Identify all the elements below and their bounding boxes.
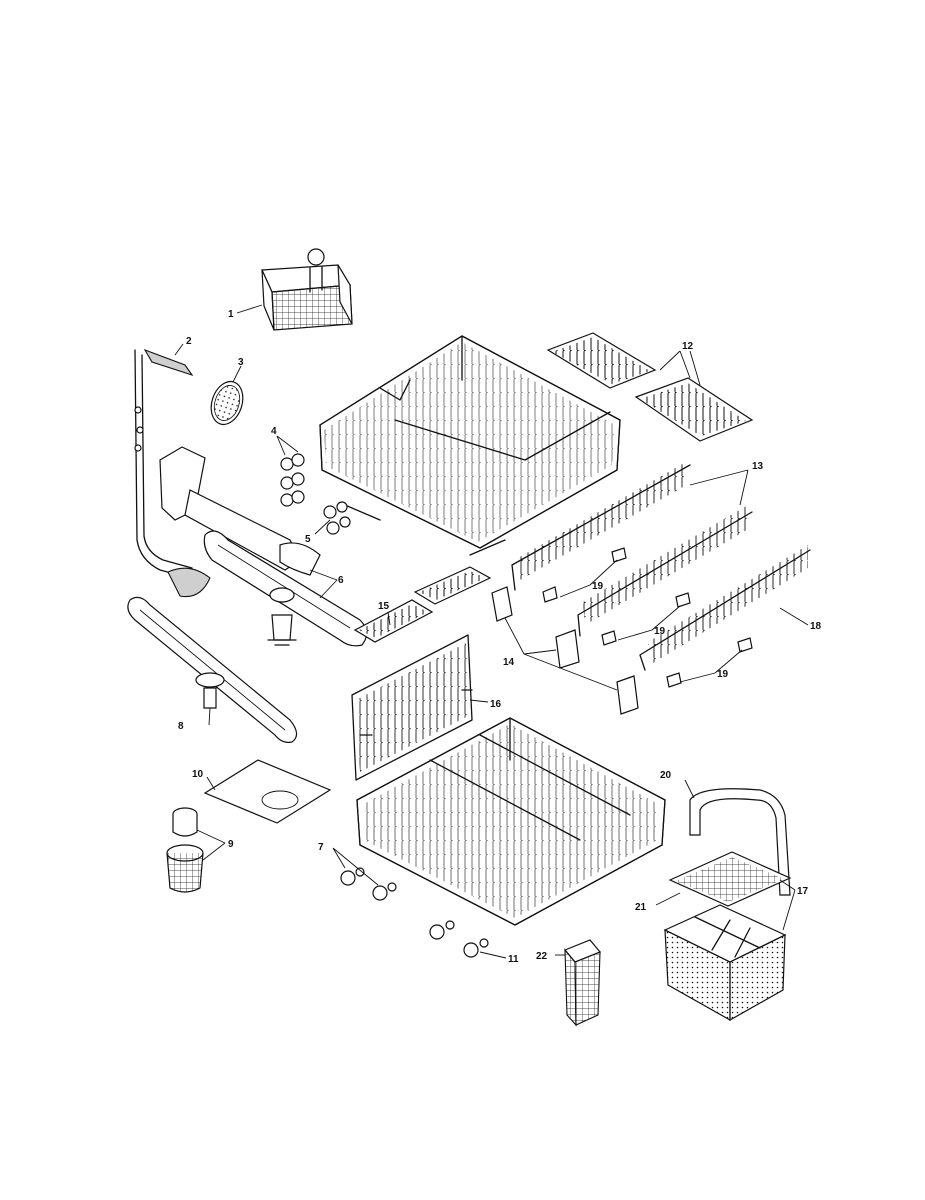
callout-17: 17 — [797, 886, 809, 897]
callout-15: 15 — [378, 601, 390, 612]
lower-rack-part — [356, 717, 666, 926]
callout-12: 12 — [682, 341, 694, 352]
lower-rack-front-rollers-part — [429, 920, 489, 958]
callout-20: 20 — [660, 770, 672, 781]
callout-6: 6 — [338, 575, 344, 586]
lower-rack-rollers-part — [340, 867, 397, 901]
callout-10: 10 — [192, 769, 204, 780]
upper-rack-rollers-part — [280, 453, 305, 507]
filter-disc-part — [210, 380, 244, 426]
callout-21: 21 — [635, 902, 647, 913]
callout-11: 11 — [508, 954, 519, 965]
filter-assembly-part — [166, 807, 204, 893]
callout-7: 7 — [318, 842, 324, 853]
upper-spray-arm-part — [203, 530, 368, 647]
callout-19a: 19 — [592, 581, 604, 592]
callout-3: 3 — [238, 357, 244, 368]
callout-8: 8 — [178, 721, 184, 732]
upper-spray-manifold-part — [159, 446, 321, 576]
callout-13: 13 — [752, 461, 764, 472]
callout-18: 18 — [810, 621, 822, 632]
callout-2: 2 — [186, 336, 192, 347]
rack-stops-part — [491, 586, 639, 715]
callout-19b: 19 — [654, 626, 666, 637]
rack-adjuster-rollers-part — [323, 501, 351, 535]
supply-tube-part — [134, 348, 211, 598]
callout-labels: 1 2 3 4 5 6 12 13 19 19 19 18 14 15 16 8… — [178, 309, 822, 965]
callout-4: 4 — [271, 426, 277, 437]
callout-9: 9 — [228, 839, 234, 850]
callout-19c: 19 — [717, 669, 729, 680]
fold-down-tines-part — [511, 462, 753, 637]
tine-clips-part — [542, 547, 753, 688]
callout-22: 22 — [536, 951, 548, 962]
cup-shelves-part — [546, 332, 754, 442]
lower-silverware-basket-part — [663, 904, 787, 1022]
cutlery-holder-part — [564, 939, 601, 1027]
cup-rack-inserts-part — [353, 566, 492, 643]
fold-down-tine-section-part — [351, 634, 473, 781]
tine-row-part — [639, 545, 811, 671]
basket-cover-part — [668, 851, 792, 907]
callout-14: 14 — [503, 657, 515, 668]
leader-lines — [174, 304, 809, 959]
callout-16: 16 — [490, 699, 502, 710]
callout-5: 5 — [305, 534, 311, 545]
silverware-basket-part — [261, 248, 353, 331]
sump-cover-plate-part — [203, 759, 332, 824]
basket-handle-part — [689, 788, 791, 896]
upper-rack-part — [319, 335, 621, 556]
lower-spray-arm-part — [127, 596, 298, 743]
callout-1: 1 — [228, 309, 234, 320]
